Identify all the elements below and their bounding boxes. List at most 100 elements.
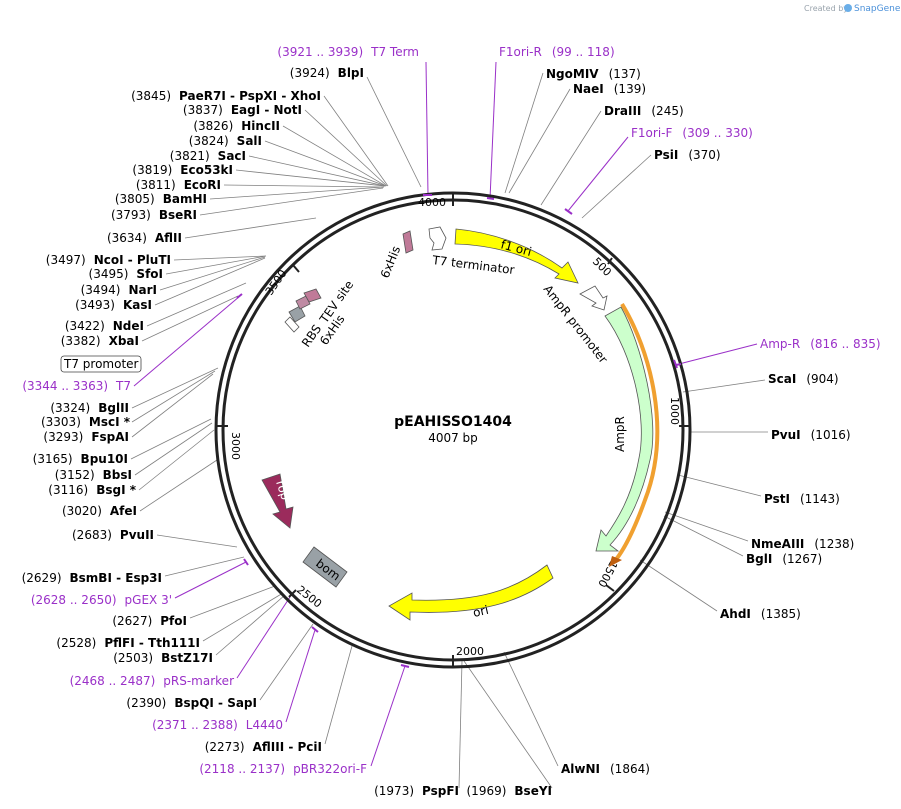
site-blpi[interactable]: BlpI(3924): [290, 66, 364, 80]
site-bspqi[interactable]: BspQI - SapI(2390): [126, 696, 257, 710]
feature-ampr[interactable]: AmpR: [595, 302, 660, 567]
site-name: BspQI - SapI: [174, 696, 257, 710]
t7-promoter-box[interactable]: T7 promoter: [60, 355, 142, 373]
feature-tev-site[interactable]: TEV site: [295, 278, 356, 327]
leader-line: [581, 154, 652, 219]
site-ngomiv[interactable]: NgoMIV(137): [546, 67, 641, 81]
snapgene-credit: Created by SnapGene: [804, 4, 901, 14]
feature-ori[interactable]: ori: [388, 564, 554, 621]
site-name: Bpu10I: [81, 452, 128, 466]
site-paer7i[interactable]: PaeR7I - PspXI - XhoI(3845): [131, 89, 321, 103]
site-hincii[interactable]: HincII(3826): [193, 119, 280, 133]
site-name: BsgI *: [96, 483, 137, 497]
leader-line: [138, 429, 215, 491]
primer-t7[interactable]: T7(3344 .. 3363): [22, 379, 131, 393]
site-name: HincII: [241, 119, 280, 133]
leader-line: [156, 534, 238, 548]
site-name: BamHI: [163, 192, 207, 206]
site-name: BglII: [98, 401, 129, 415]
feature-rbs[interactable]: RBS: [284, 316, 324, 350]
site-saci[interactable]: SacI(3821): [170, 149, 246, 163]
site-ncoi[interactable]: NcoI - PluTI(3497): [46, 253, 171, 267]
site-bamhi[interactable]: BamHI(3805): [115, 192, 207, 206]
primer-pbr322ori[interactable]: pBR322ori-F(2118 .. 2137): [199, 762, 367, 776]
primer-ampr[interactable]: Amp-R(816 .. 835): [760, 337, 881, 351]
primer-leader-line: [133, 295, 241, 387]
site-pspfi[interactable]: PspFI(1973): [374, 784, 459, 798]
site-position: (1969): [467, 784, 507, 798]
site-position: (3793): [111, 208, 151, 222]
site-nari[interactable]: NarI(3494): [81, 283, 157, 297]
site-bsmbi[interactable]: BsmBI - Esp3I(2629): [22, 571, 162, 585]
primer-pgex3[interactable]: pGEX 3'(2628 .. 2650): [31, 593, 172, 607]
site-bstz17i[interactable]: BstZ17I(2503): [113, 651, 213, 665]
site-bglii[interactable]: BglII(3324): [50, 401, 129, 415]
primer-t7term[interactable]: T7 Term(3921 .. 3939): [277, 45, 419, 59]
site-pflfi[interactable]: PflFI - Tth111I(2528): [56, 636, 200, 650]
site-msci[interactable]: MscI *(3303): [41, 415, 131, 429]
site-name: PstI: [764, 492, 790, 506]
site-pvuii[interactable]: PvuII(2683): [72, 528, 154, 542]
primer-l4440[interactable]: L4440(2371 .. 2388): [152, 718, 283, 732]
site-naei[interactable]: NaeI(139): [573, 82, 646, 96]
feature-rop[interactable]: rop: [261, 473, 294, 529]
feature-ampr-promoter[interactable]: AmpR promoter: [541, 282, 611, 366]
leader-line: [165, 255, 267, 275]
site-bseri[interactable]: BseRI(3793): [111, 208, 197, 222]
site-afliii[interactable]: AflIII - PciI(2273): [205, 740, 322, 754]
site-fspai[interactable]: FspAI(3293): [43, 430, 129, 444]
site-bpu10i[interactable]: Bpu10I(3165): [33, 452, 128, 466]
leader-line: [209, 186, 385, 200]
site-xbai[interactable]: XbaI(3382): [61, 334, 139, 348]
site-ecori[interactable]: EcoRI(3811): [136, 178, 221, 192]
primer-name: F1ori-F: [631, 126, 672, 140]
site-position: (3837): [183, 103, 223, 117]
site-position: (2503): [113, 651, 153, 665]
site-aflii[interactable]: AflII(3634): [107, 231, 182, 245]
site-kasi[interactable]: KasI(3493): [75, 298, 152, 312]
site-bsgi[interactable]: BsgI *(3116): [48, 483, 136, 497]
leader-line: [164, 556, 245, 577]
site-name: AlwNI: [561, 762, 600, 776]
leader-line: [223, 184, 385, 188]
site-ndei[interactable]: NdeI(3422): [65, 319, 144, 333]
leader-line: [189, 585, 276, 619]
site-position: (3020): [62, 504, 102, 518]
feature-bom[interactable]: bom: [302, 546, 348, 588]
site-bgli[interactable]: BglI(1267): [746, 552, 822, 566]
site-ahdi[interactable]: AhdI(1385): [720, 607, 801, 621]
site-scai[interactable]: ScaI(904): [768, 372, 839, 386]
site-bbsi[interactable]: BbsI(3152): [55, 468, 132, 482]
tick-label-2500: 2500: [294, 583, 324, 610]
primer-markers: [236, 194, 682, 668]
leader-line: [154, 257, 266, 306]
primer-leader-lines: [133, 61, 758, 767]
site-bseyi[interactable]: BseYI(1969): [467, 784, 553, 798]
primer-f1orir[interactable]: F1ori-R(99 .. 118): [499, 45, 615, 59]
primer-prsmarker[interactable]: pRS-marker(2468 .. 2487): [70, 674, 234, 688]
t7-terminator-label: T7 terminator: [431, 253, 516, 277]
site-eco53ki[interactable]: Eco53kI(3819): [132, 163, 233, 177]
site-position: (245): [651, 104, 683, 118]
rop-label: rop: [273, 479, 292, 502]
primer-range: (3344 .. 3363): [22, 379, 108, 393]
feature-f1-ori[interactable]: f1 ori: [454, 228, 579, 284]
t7-promoter-label: T7 promoter: [63, 357, 139, 371]
site-pvui[interactable]: PvuI(1016): [771, 428, 851, 442]
site-psii[interactable]: PsiI(370): [654, 148, 721, 162]
tick-label-500: 500: [590, 255, 614, 279]
site-psti[interactable]: PstI(1143): [764, 492, 840, 506]
his-upper-label: 6xHis: [378, 244, 403, 280]
site-draiii[interactable]: DraIII(245): [604, 104, 684, 118]
site-sali[interactable]: SalI(3824): [189, 134, 262, 148]
site-pfoi[interactable]: PfoI(2627): [112, 614, 187, 628]
site-eagi[interactable]: EagI - NotI(3837): [183, 103, 302, 117]
feature-his-tag-upper[interactable]: 6xHis: [378, 230, 414, 280]
site-nmeaiii[interactable]: NmeAIII(1238): [751, 537, 854, 551]
site-alwni[interactable]: AlwNI(1864): [561, 762, 650, 776]
site-position: (3495): [89, 267, 129, 281]
site-name: MscI *: [89, 415, 131, 429]
site-sfoi[interactable]: SfoI(3495): [89, 267, 163, 281]
primer-f1orif[interactable]: F1ori-F(309 .. 330): [631, 126, 753, 140]
site-afei[interactable]: AfeI(3020): [62, 504, 137, 518]
